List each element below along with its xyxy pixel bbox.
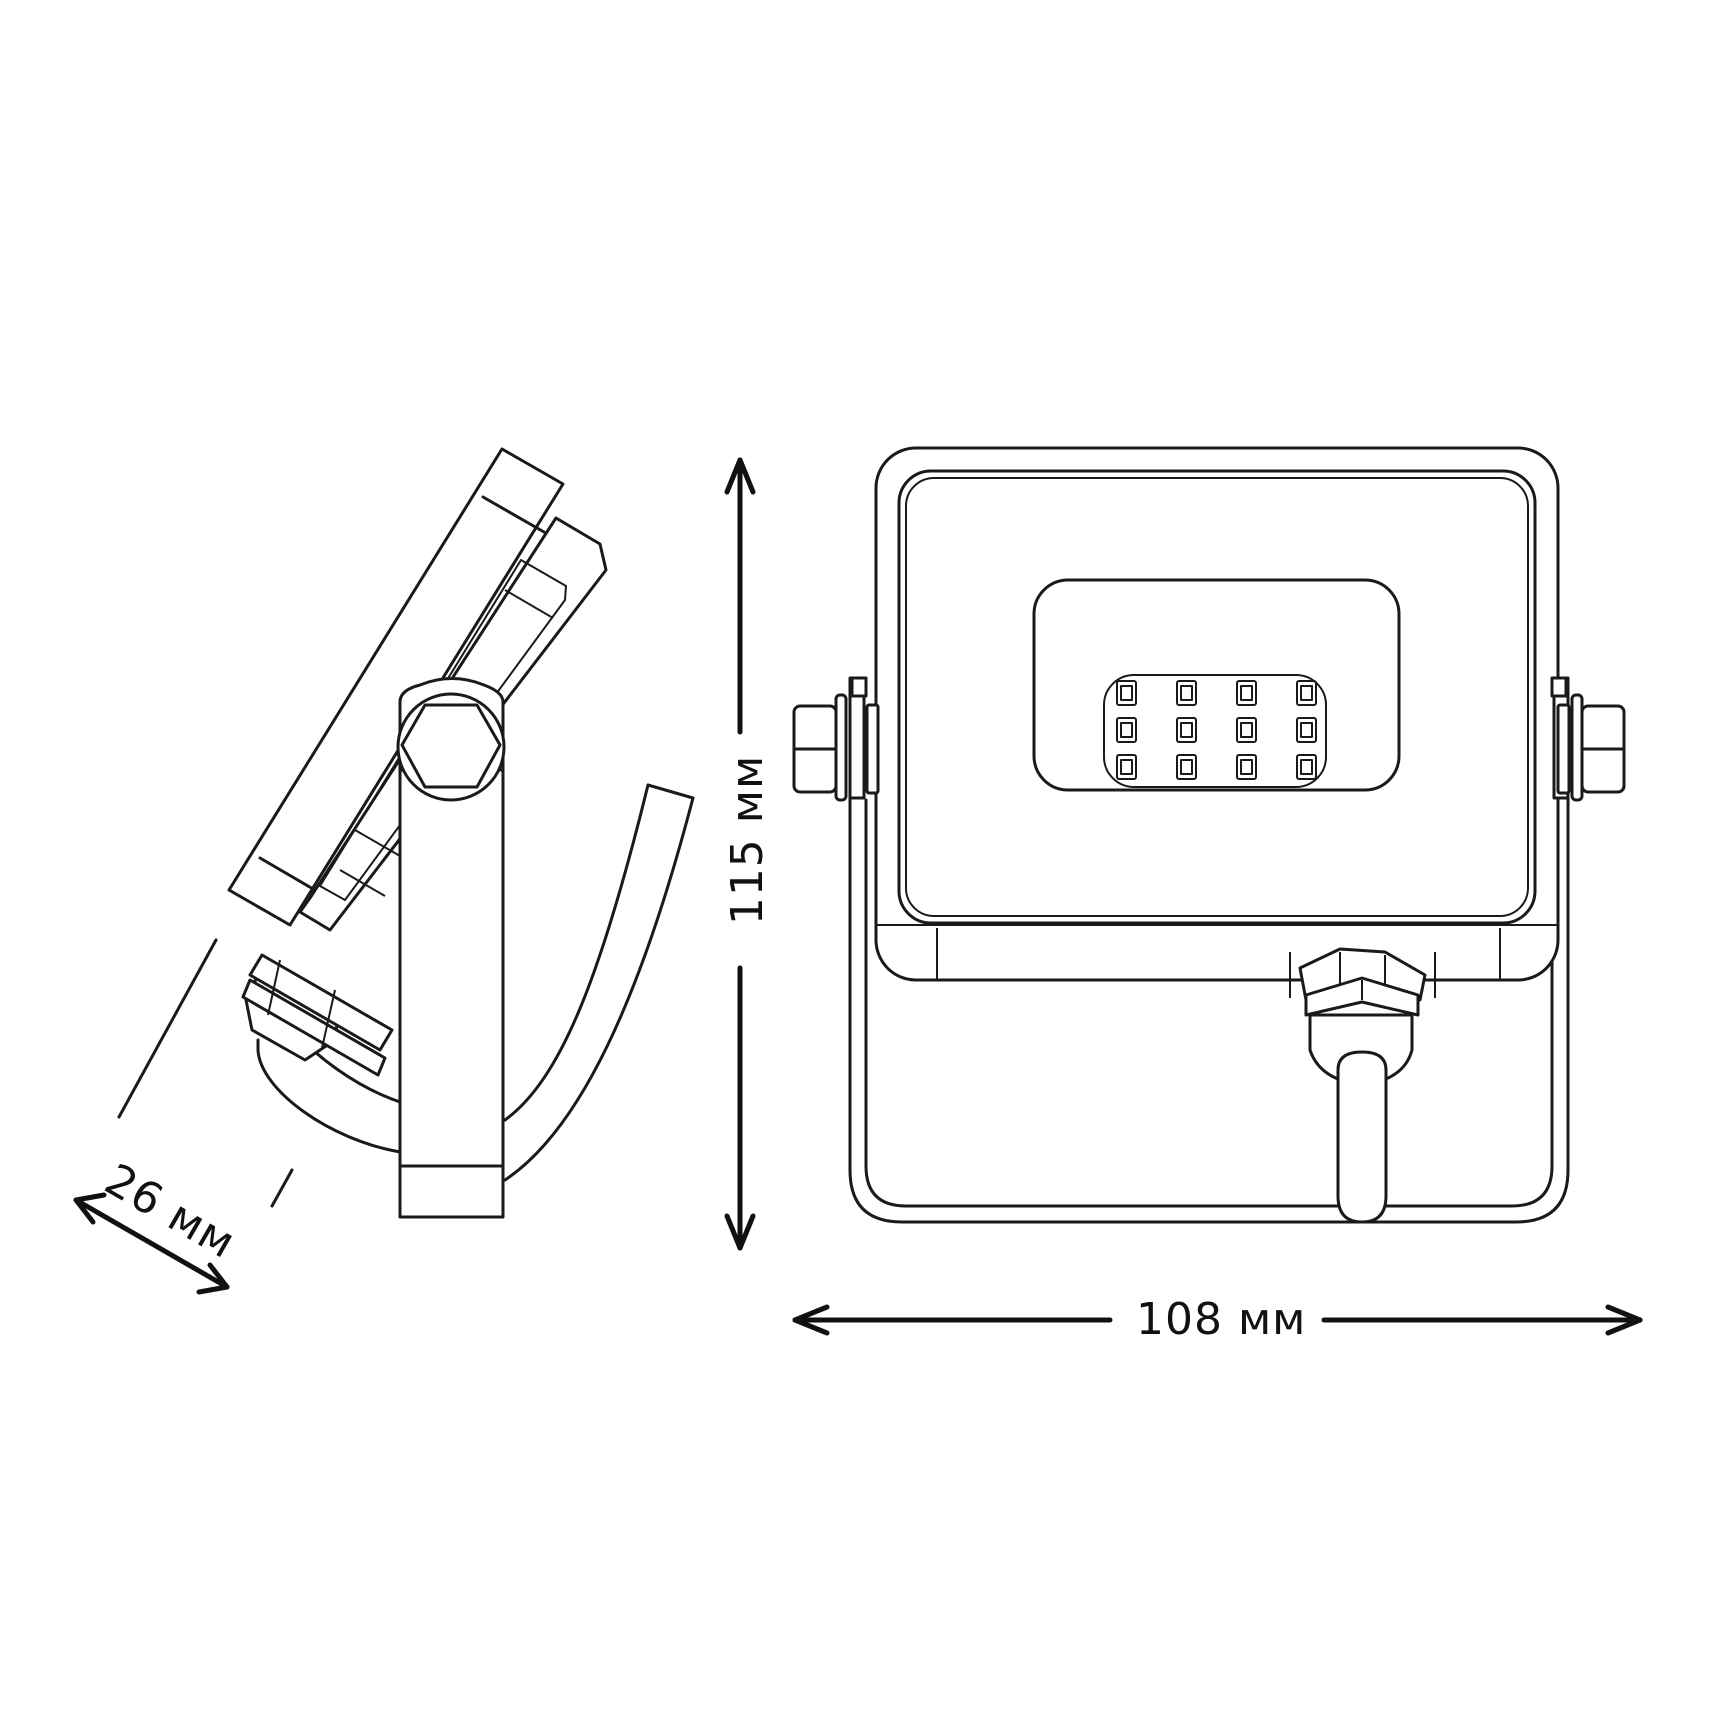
led-chip bbox=[1116, 754, 1137, 780]
led-chip bbox=[1236, 754, 1257, 780]
side-view bbox=[73, 447, 695, 1295]
led-chip bbox=[1296, 717, 1317, 743]
led-chip bbox=[1116, 717, 1137, 743]
cable-gland-front bbox=[1289, 947, 1436, 1224]
led-chip bbox=[1236, 717, 1257, 743]
led-chip bbox=[1296, 754, 1317, 780]
led-chip bbox=[1176, 754, 1197, 780]
depth-dimension-arrow bbox=[73, 1192, 230, 1295]
depth-extension-line-1 bbox=[117, 938, 218, 1119]
led-chip bbox=[1296, 680, 1317, 706]
bracket-side bbox=[396, 677, 506, 1219]
housing-inner-frame bbox=[897, 469, 1537, 925]
width-dimension-label: 108 мм bbox=[1136, 1294, 1307, 1345]
height-dimension-arrow bbox=[724, 457, 756, 1251]
front-view bbox=[792, 446, 1626, 1224]
housing-front bbox=[874, 446, 1560, 982]
led-board bbox=[1103, 674, 1327, 788]
cable-gland-side bbox=[241, 953, 394, 1077]
led-chip bbox=[1116, 680, 1137, 706]
led-chip-grid bbox=[1116, 680, 1317, 780]
width-dimension-arrow bbox=[792, 1304, 1643, 1336]
bolt-right bbox=[1550, 676, 1626, 802]
reflector-panel bbox=[1032, 578, 1401, 792]
depth-extension-line-2 bbox=[270, 1168, 294, 1208]
bolt-left bbox=[792, 676, 880, 802]
led-chip bbox=[1236, 680, 1257, 706]
height-dimension-label: 115 мм bbox=[722, 754, 773, 926]
led-chip bbox=[1176, 680, 1197, 706]
led-chip bbox=[1176, 717, 1197, 743]
bracket-front bbox=[848, 788, 1570, 1224]
